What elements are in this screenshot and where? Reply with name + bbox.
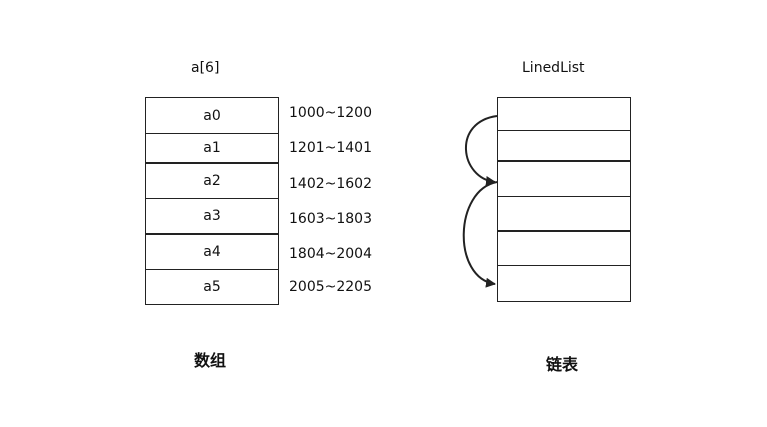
- address-label: 1000~1200: [289, 104, 372, 121]
- address-column: 1000~1200 1201~1401 1402~1602 1603~1803 …: [289, 97, 379, 305]
- array-cell: a5: [145, 268, 279, 305]
- array-cell: a2: [145, 162, 279, 199]
- link-arrow-2-to-5: [462, 181, 498, 288]
- address-label: 1201~1401: [289, 140, 372, 156]
- list-node: [497, 97, 631, 131]
- array-cell: a0: [145, 97, 279, 134]
- list-node: [497, 129, 631, 162]
- address-label: 1804~2004: [289, 245, 372, 262]
- array-cell: a4: [145, 233, 279, 270]
- array-cell: a3: [145, 197, 279, 235]
- array-title: a[6]: [191, 60, 220, 76]
- address-label: 1402~1602: [289, 175, 372, 192]
- list-node: [497, 195, 631, 232]
- linked-list-title: LinedList: [522, 60, 585, 76]
- list-node: [497, 230, 631, 266]
- address-label: 2005~2205: [289, 279, 372, 295]
- array-block: a0 a1 a2 a3 a4 a5: [145, 97, 279, 305]
- array-caption: 数组: [194, 351, 227, 370]
- list-node: [497, 264, 631, 302]
- list-node: [497, 160, 631, 197]
- linked-list-block: [497, 97, 631, 302]
- array-cell: a1: [145, 132, 279, 164]
- linked-list-caption: 链表: [546, 355, 579, 374]
- address-label: 1603~1803: [289, 210, 372, 227]
- link-arrow-0-to-2: [465, 115, 498, 186]
